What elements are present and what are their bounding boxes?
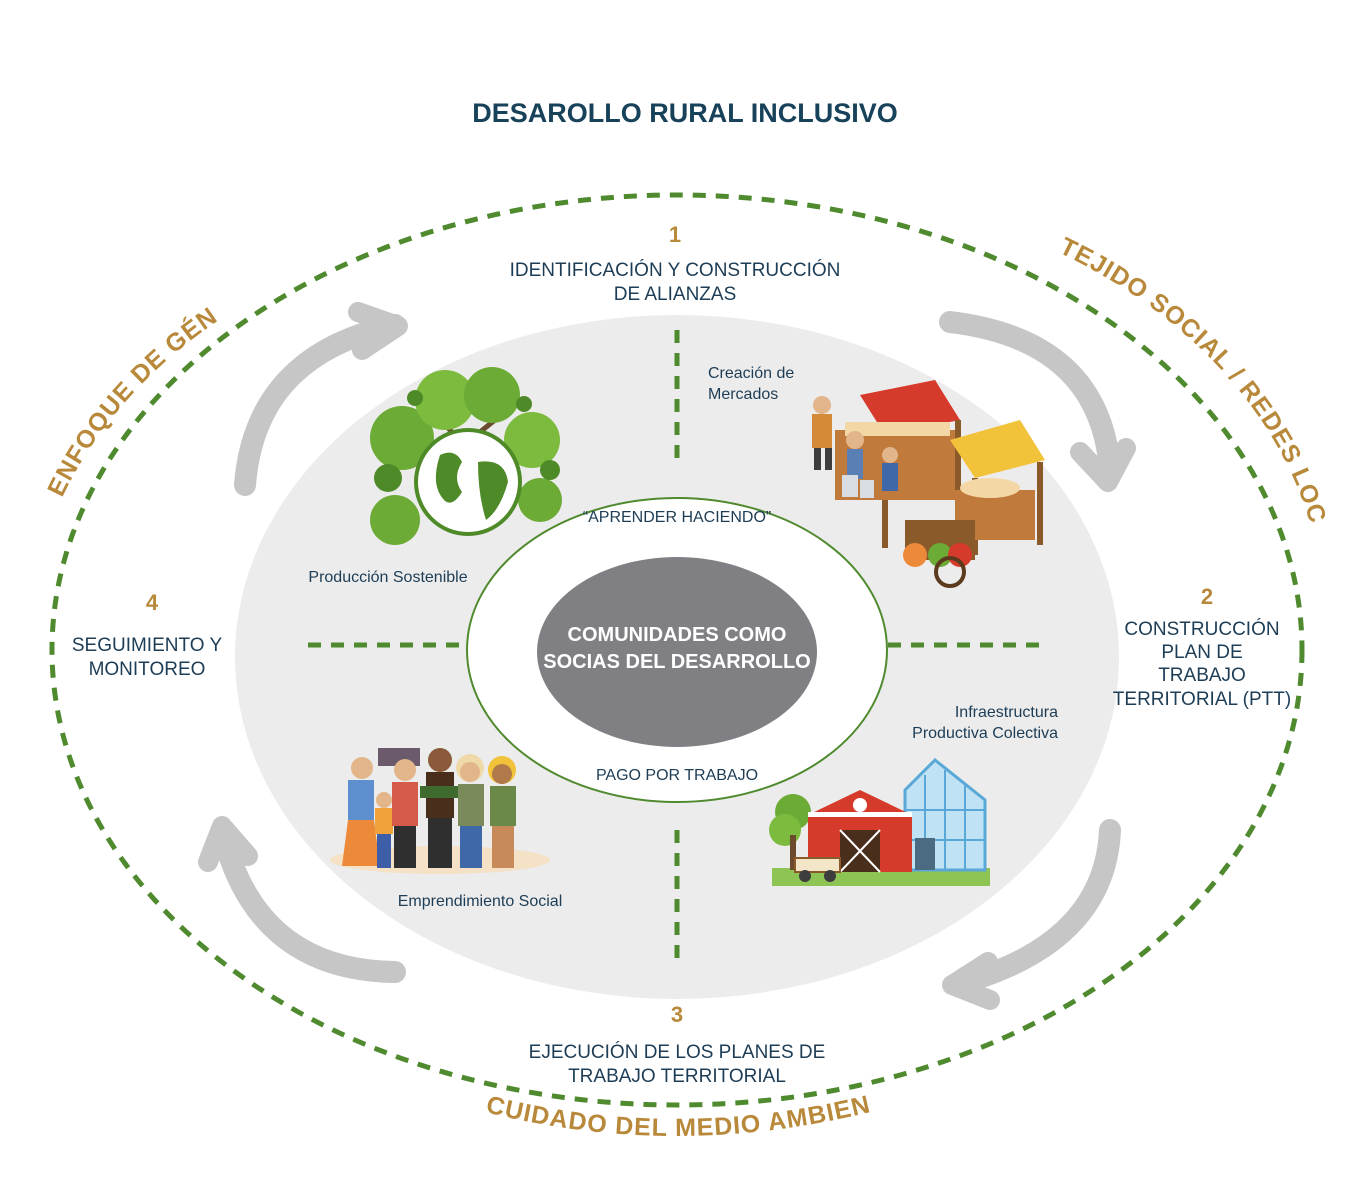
center-line-1: COMUNIDADES COMO [568,624,787,646]
quadrant-label-mercados-2: Mercados [708,386,778,403]
cycle-arrow-bottom-right [942,819,1121,1010]
step-1-line-2: DE ALIANZAS [614,284,737,305]
quadrant-label-emprendimiento: Emprendimiento Social [398,893,563,910]
step-4-line-2: MONITOREO [89,659,206,680]
step-3-line-2: TRABAJO TERRITORIAL [568,1066,786,1087]
tree-globe-icon [370,367,562,545]
cycle-arrow-top-right [939,311,1136,492]
community-people-icon [330,748,550,874]
quadrant-label-infraestructura-2: Productiva Colectiva [912,725,1058,742]
quadrant-label-produccion: Producción Sostenible [308,569,467,586]
outer-dashed-ring [49,192,1305,1108]
step-1-number: 1 [669,222,681,247]
center-ellipse [537,557,817,747]
step-2-number: 2 [1201,584,1213,609]
cycle-arrow-bottom-left [198,816,406,983]
quadrant-label-infraestructura-1: Infraestructura [955,704,1058,721]
diagram-title: DESAROLLO RURAL INCLUSIVO [472,98,898,128]
step-3-line-1: EJECUCIÓN DE LOS PLANES DE [529,1041,826,1063]
step-1-line-1: IDENTIFICACIÓN Y CONSTRUCCIÓN [510,259,841,281]
outer-label-genero: ENFOQUE DE GÉNERO [0,0,223,501]
step-2-line-1: CONSTRUCCIÓN [1124,618,1279,640]
inner-ring-top-label: “APRENDER HACIENDO” [583,509,771,526]
market-stalls-icon [812,380,1045,588]
step-4-line-1: SEGUIMIENTO Y [72,635,223,656]
cycle-arrow-top-left [234,302,408,496]
center-line-2: SOCIAS DEL DESARROLLO [543,651,810,673]
outer-label-genero-text: ENFOQUE DE GÉNERO [0,0,222,501]
step-4-number: 4 [146,590,159,615]
step-3-number: 3 [671,1002,683,1027]
greenhouse-barn-icon [769,757,990,886]
inner-ring-bottom-label: PAGO POR TRABAJO [596,767,758,784]
quadrant-label-mercados-1: Creación de [708,365,794,382]
step-2-line-2: PLAN DE [1161,642,1242,663]
step-2-line-3: TRABAJO [1158,665,1246,686]
step-2-line-4: TERRITORIAL (PTT) [1113,689,1291,710]
